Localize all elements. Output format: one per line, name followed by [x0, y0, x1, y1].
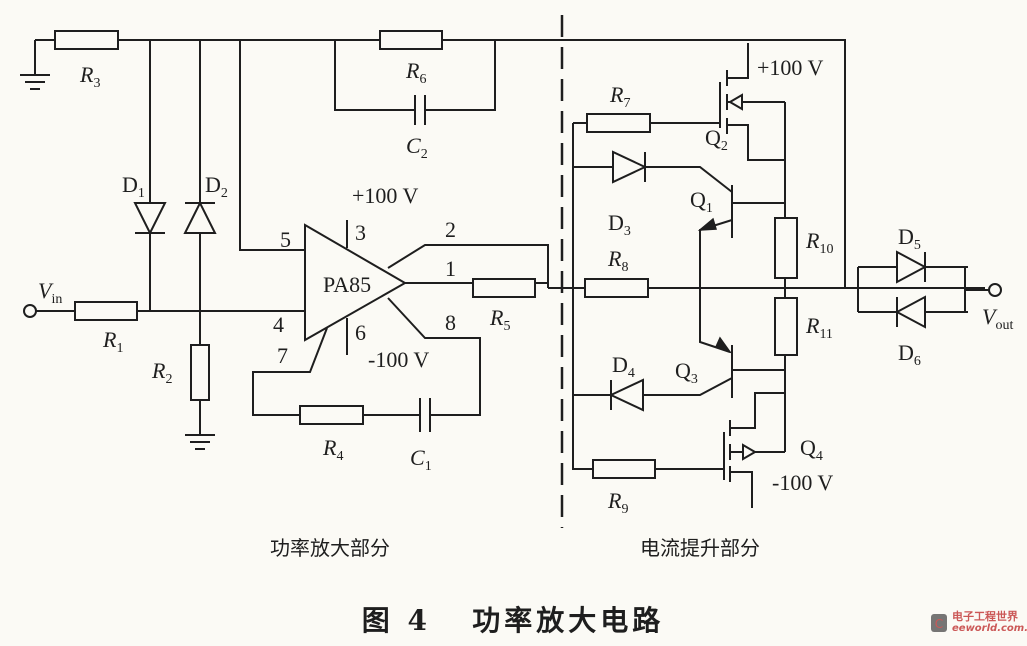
label-r1: R1: [102, 327, 123, 356]
label-r8: R8: [607, 246, 628, 275]
label-d3: D3: [608, 210, 631, 239]
resistor-r4: [299, 405, 364, 425]
capacitor-c2: [414, 95, 426, 125]
resistor-r10: [774, 217, 798, 279]
label-vin: Vin: [38, 278, 62, 307]
bjt-q1: [697, 185, 733, 238]
mosfet-q4: [723, 420, 757, 482]
label-d4: D4: [612, 352, 635, 381]
supply-opamp-positive: +100 V: [352, 183, 419, 208]
label-d6: D6: [898, 340, 921, 369]
label-r2: R2: [151, 358, 172, 387]
capacitor-c1: [419, 398, 431, 432]
diode-d1: [133, 202, 167, 236]
pin-2: 2: [445, 217, 456, 242]
label-q2: Q2: [705, 125, 728, 154]
label-r11: R11: [805, 313, 833, 342]
resistor-r1: [74, 301, 138, 321]
label-q3: Q3: [675, 358, 698, 387]
diode-d4: [608, 378, 644, 412]
supply-opamp-negative: -100 V: [368, 347, 429, 372]
label-vout: Vout: [982, 304, 1013, 333]
pin-6: 6: [355, 320, 366, 345]
svg-text:电子工程世界: 电子工程世界: [952, 609, 1018, 623]
supply-q2-positive: +100 V: [757, 55, 824, 80]
label-r3: R3: [79, 62, 100, 91]
label-c1: C1: [410, 445, 432, 474]
wires: [34, 39, 990, 508]
ground-icon: [20, 74, 50, 90]
resistor-r7: [586, 113, 651, 133]
output-terminal: [988, 283, 1002, 297]
pin-8: 8: [445, 310, 456, 335]
pin-3: 3: [355, 220, 366, 245]
label-c2: C2: [406, 133, 428, 162]
pin-7: 7: [277, 343, 288, 368]
pin-1: 1: [445, 256, 456, 281]
diode-d2: [183, 200, 217, 234]
opamp-name: PA85: [323, 272, 371, 297]
label-d5: D5: [898, 224, 921, 253]
label-r10: R10: [805, 228, 833, 257]
label-r9: R9: [607, 488, 628, 517]
opamp-pa85: [304, 223, 408, 342]
figure-title: 图 4 功率放大电路: [362, 604, 664, 637]
bjt-q3: [714, 336, 733, 398]
svg-text:eeworld.com.cn: eeworld.com.cn: [952, 623, 1027, 634]
label-r5: R5: [489, 305, 510, 334]
supply-q4-negative: -100 V: [772, 470, 833, 495]
diode-d6: [894, 295, 926, 329]
label-d2: D2: [205, 172, 228, 201]
pin-4: 4: [273, 312, 284, 337]
resistor-r5: [472, 278, 536, 298]
label-r7: R7: [609, 82, 630, 111]
ground-icon: [185, 434, 215, 450]
resistor-r9: [592, 459, 656, 479]
svg-text:C: C: [935, 617, 943, 631]
label-r6: R6: [405, 58, 426, 87]
resistor-r3: [54, 30, 119, 50]
input-terminal: [23, 304, 37, 318]
component-labels: R3 R6 C2 D1 D2 Vin R1 R2 R4 C1 R5 R7 Q2 …: [38, 58, 1013, 517]
resistor-r6: [379, 30, 443, 50]
resistor-r11: [774, 297, 798, 356]
label-q1: Q1: [690, 187, 713, 216]
section-label-power-amp: 功率放大部分: [270, 536, 390, 560]
label-r4: R4: [322, 435, 343, 464]
eeworld-watermark-logo: C 电子工程世界 eeworld.com.cn: [931, 609, 1027, 634]
section-label-current-boost: 电流提升部分: [640, 536, 760, 560]
label-d1: D1: [122, 172, 145, 201]
resistor-r2: [190, 344, 210, 401]
label-q4: Q4: [800, 435, 823, 464]
mosfet-q2: [719, 70, 743, 134]
resistor-r8: [584, 278, 649, 298]
diode-d5: [896, 250, 928, 284]
diode-d3: [612, 150, 648, 184]
pin-5: 5: [280, 227, 291, 252]
